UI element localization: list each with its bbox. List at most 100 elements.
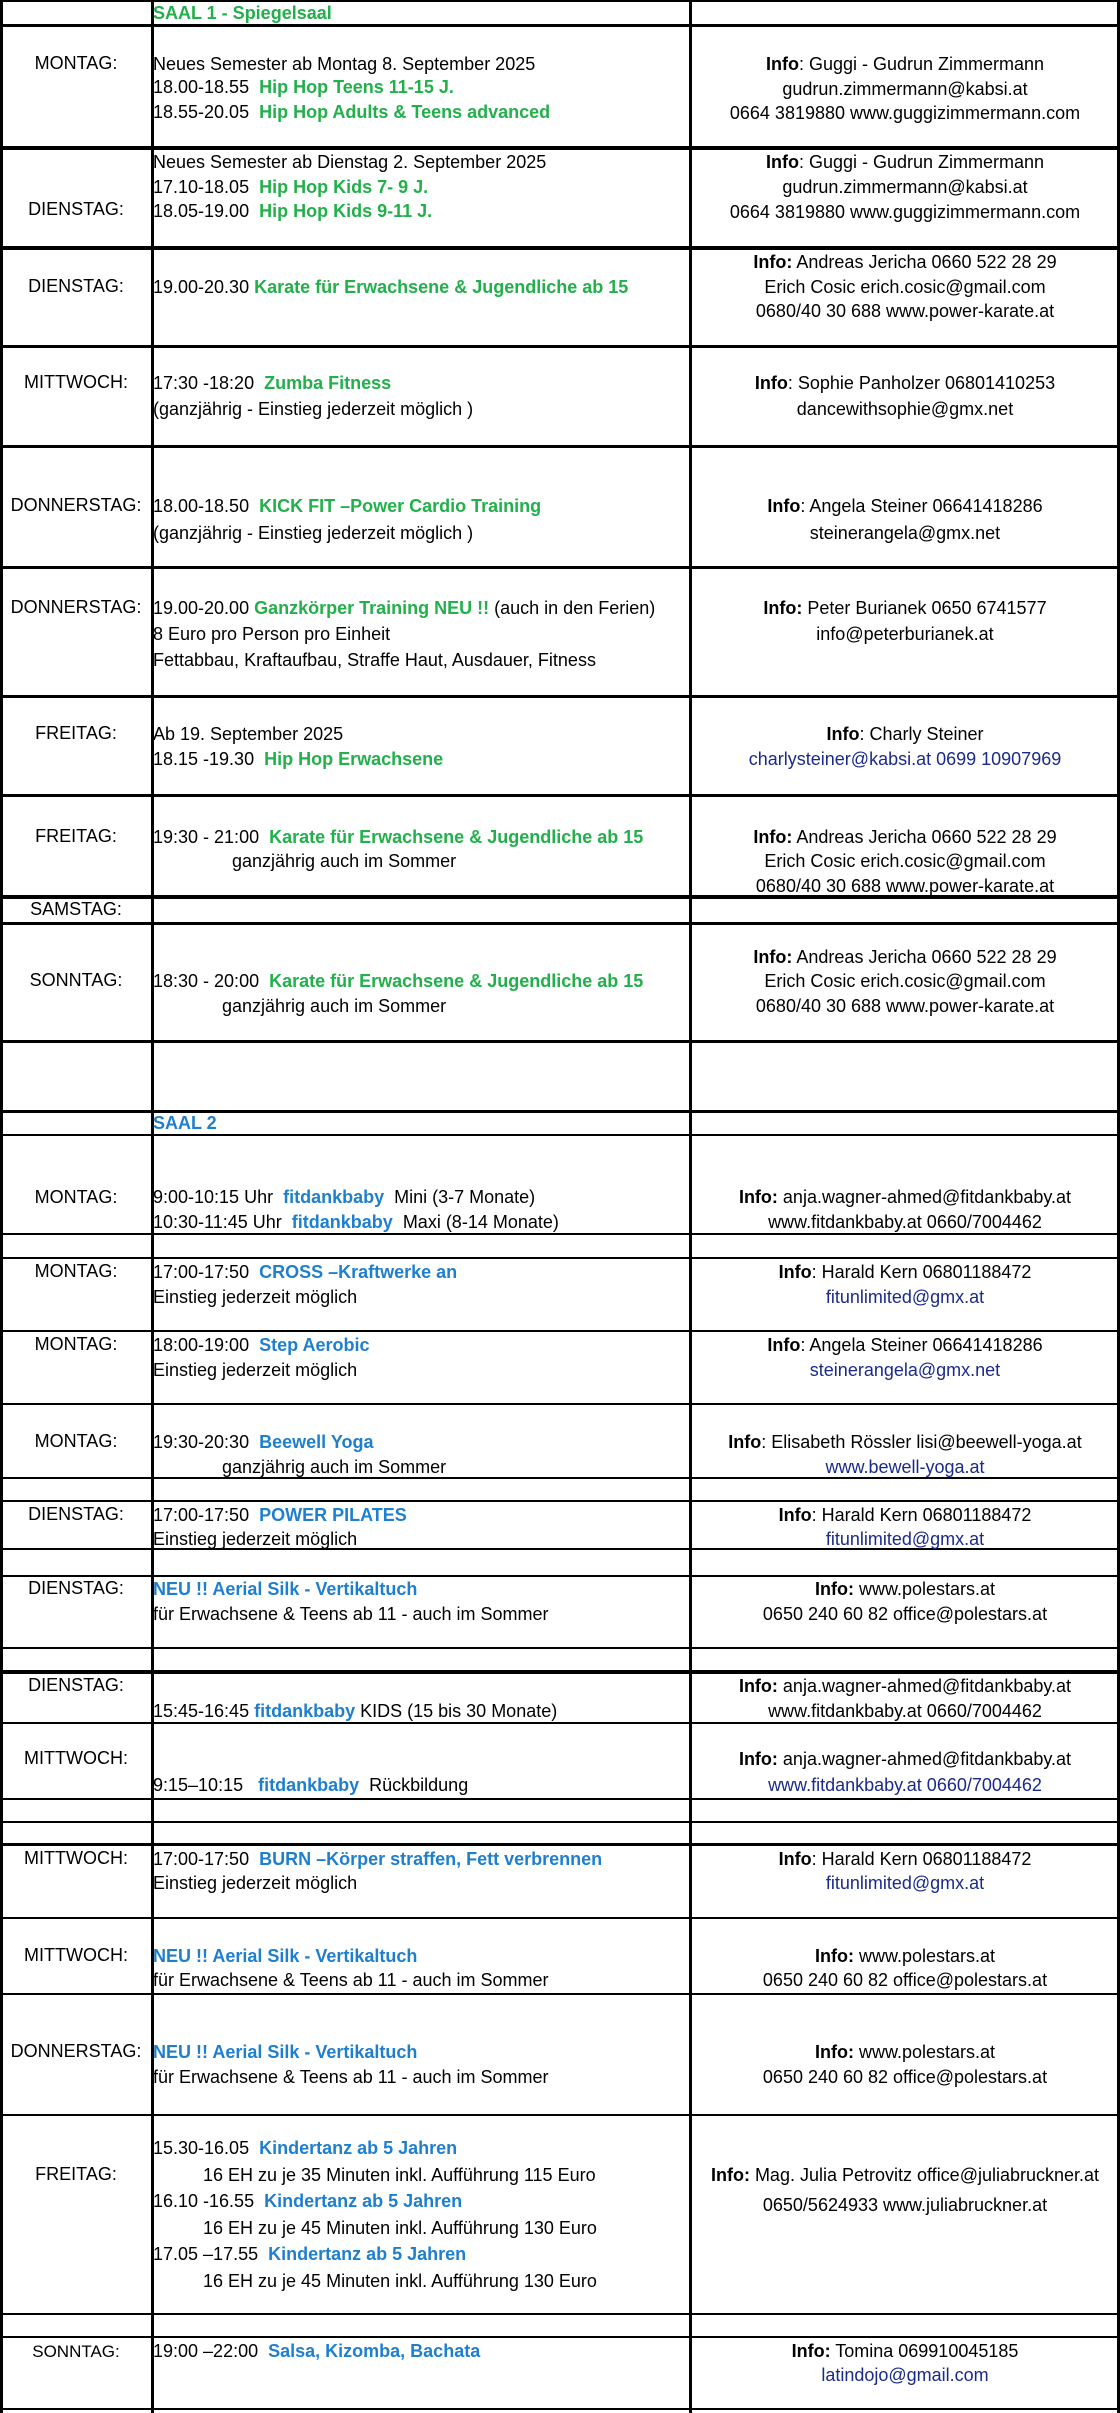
- day-label: MONTAG:: [34, 1334, 118, 1354]
- info-phone-web: 0680/40 30 688 www.power-karate.at: [755, 996, 1055, 1016]
- course-time: 19:00 –22:00: [153, 2341, 259, 2361]
- grid-line: [0, 0, 3, 2413]
- grid-line: [151, 0, 154, 2413]
- info-line: Info: www.polestars.at: [690, 1945, 1120, 1967]
- course-time: 19:30-20:30: [153, 1432, 250, 1452]
- course-time: 15.30-16.05: [153, 2138, 250, 2158]
- info-contact: Andreas Jericha 0660 522 28 29: [792, 947, 1057, 967]
- info-contact: Peter Burianek 0650 6741577: [802, 598, 1047, 618]
- info-label: Info: [765, 54, 799, 74]
- grid-line: [1117, 0, 1120, 2413]
- info-line: Info: Harald Kern 06801188472: [690, 1261, 1120, 1283]
- info-contact: Andreas Jericha 0660 522 28 29: [792, 827, 1057, 847]
- grid-line: [0, 695, 1120, 698]
- day-label: SONNTAG:: [29, 970, 123, 990]
- day-label: MONTAG:: [34, 1187, 118, 1207]
- info-email: steinerangela@gmx.net: [809, 523, 1001, 543]
- course-note: KIDS (15 bis 30 Monate): [355, 1701, 558, 1721]
- grid-line: [0, 1548, 1120, 1550]
- info-contact: : Guggi - Gudrun Zimmermann: [798, 152, 1045, 172]
- day-label: DONNERSTAG:: [10, 495, 142, 515]
- course-time: 18.00-18.50: [153, 496, 250, 516]
- info-label: Info:: [753, 827, 793, 847]
- info-label: Info: [778, 1505, 812, 1525]
- info-label: Info:: [814, 1579, 854, 1599]
- course-note: ganzjährig auch im Sommer: [222, 996, 447, 1016]
- info-line: Info: Angela Steiner 06641418286: [690, 495, 1120, 517]
- grid-line: [0, 895, 1120, 899]
- course-title: BURN –Körper straffen, Fett verbrennen: [259, 1849, 603, 1869]
- info-label: Info:: [814, 2042, 854, 2062]
- course-note: Rückbildung: [369, 1775, 469, 1795]
- grid-line: [0, 345, 1120, 348]
- course-price: 16 EH zu je 45 Minuten inkl. Aufführung …: [203, 2218, 597, 2238]
- grid-line: [0, 1821, 1120, 1823]
- grid-line: [0, 1403, 1120, 1405]
- course-time: 18.55-20.05: [153, 102, 250, 122]
- info-email: fitunlimited@gmx.at: [825, 1873, 985, 1893]
- course-line: 17:00-17:50 BURN –Körper straffen, Fett …: [153, 1848, 602, 1870]
- day-label: DIENSTAG:: [28, 199, 124, 219]
- course-time: 19.00-20.30: [153, 277, 250, 297]
- course-time: 18.15 -19.30: [153, 749, 255, 769]
- course-note: für Erwachsene & Teens ab 11 - auch im S…: [153, 1970, 549, 1990]
- info-contact: Mag. Julia Petrovitz office@juliabruckne…: [749, 2165, 1100, 2185]
- grid-line: [0, 1647, 1120, 1649]
- day-label: DIENSTAG:: [28, 1675, 124, 1695]
- info-label: Info: [754, 373, 788, 393]
- grid-line: [0, 1110, 1120, 1113]
- course-time: 17:00-17:50: [153, 1262, 250, 1282]
- course-line: 17:30 -18:20 Zumba Fitness: [153, 372, 391, 394]
- info-email: gudrun.zimmermann@kabsi.at: [782, 177, 1028, 197]
- course-time: 9:00-10:15 Uhr: [153, 1187, 274, 1207]
- course-note: (ganzjährig - Einstieg jederzeit möglich…: [153, 399, 474, 419]
- course-time: 17.10-18.05: [153, 177, 250, 197]
- course-title: Hip Hop Kids 7- 9 J.: [259, 177, 429, 197]
- grid-line: [0, 146, 1120, 150]
- course-note: (ganzjährig - Einstieg jederzeit möglich…: [153, 523, 474, 543]
- info-line: Info: www.polestars.at: [690, 2041, 1120, 2063]
- info-contact: anja.wagner-ahmed@fitdankbaby.at: [777, 1676, 1072, 1696]
- info-line: Info: Harald Kern 06801188472: [690, 1504, 1120, 1526]
- course-time: 17.05 –17.55: [153, 2244, 259, 2264]
- course-line: 15:45-16:45 fitdankbaby KIDS (15 bis 30 …: [153, 1700, 557, 1722]
- info-contact: : Harald Kern 06801188472: [811, 1262, 1032, 1282]
- info-email: fitunlimited@gmx.at: [825, 1287, 985, 1307]
- course-title: Kindertanz ab 5 Jahren: [264, 2191, 463, 2211]
- course-line: 18.05-19.00 Hip Hop Kids 9-11 J.: [153, 200, 432, 222]
- info-label: Info:: [763, 598, 803, 618]
- course-title: NEU !! Aerial Silk - Vertikaltuch: [153, 2042, 418, 2062]
- course-price: 16 EH zu je 45 Minuten inkl. Aufführung …: [203, 2271, 597, 2291]
- course-time: 18:30 - 20:00: [153, 971, 260, 991]
- course-note: ganzjährig auch im Sommer: [232, 851, 457, 871]
- grid-line: [0, 922, 1120, 925]
- course-line: 15.30-16.05 Kindertanz ab 5 Jahren: [153, 2137, 457, 2159]
- grid-line: [0, 1843, 1120, 1846]
- info-contact: anja.wagner-ahmed@fitdankbaby.at: [777, 1749, 1072, 1769]
- grid-line: [0, 2114, 1120, 2116]
- info-contact: : Harald Kern 06801188472: [811, 1505, 1032, 1525]
- course-note: Ab 19. September 2025: [153, 724, 344, 744]
- grid-line: [0, 1257, 1120, 1259]
- info-contact: : Charly Steiner: [859, 724, 984, 744]
- course-line: 17:00-17:50 POWER PILATES: [153, 1504, 407, 1526]
- course-time: 18.00-18.55: [153, 77, 250, 97]
- info-line: Info: Guggi - Gudrun Zimmermann: [690, 151, 1120, 173]
- course-time: 18.05-19.00: [153, 201, 250, 221]
- info-email: info@peterburianek.at: [816, 624, 994, 644]
- info-label: Info: [826, 724, 860, 744]
- info-phone-web: www.fitdankbaby.at 0660/7004462: [768, 1775, 1042, 1795]
- info-label: Info: [778, 1849, 812, 1869]
- info-contact: : Harald Kern 06801188472: [811, 1849, 1032, 1869]
- day-label: FREITAG:: [35, 826, 117, 846]
- course-line: 19:00 –22:00 Salsa, Kizomba, Bachata: [153, 2340, 480, 2362]
- day-label: MITTWOCH:: [24, 372, 128, 392]
- course-note: Einstieg jederzeit möglich: [153, 1529, 358, 1549]
- day-label: DIENSTAG:: [28, 276, 124, 296]
- grid-line: [0, 1993, 1120, 1995]
- course-line: 17.05 –17.55 Kindertanz ab 5 Jahren: [153, 2243, 466, 2265]
- course-title: KICK FIT –Power Cardio Training: [259, 496, 542, 516]
- info-contact: www.polestars.at: [853, 2042, 996, 2062]
- course-title: POWER PILATES: [259, 1505, 407, 1525]
- info-phone-web: 0664 3819880 www.guggizimmermann.com: [729, 103, 1081, 123]
